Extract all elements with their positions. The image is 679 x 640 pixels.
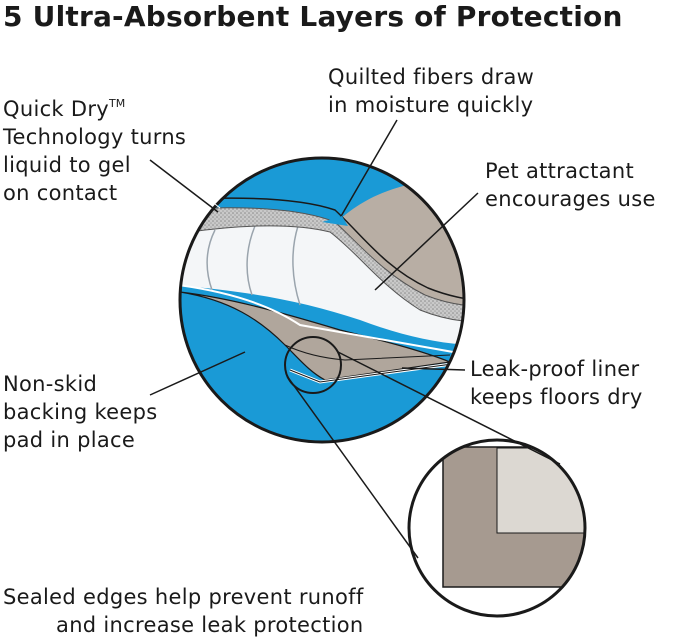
label-pet-attractant: Pet attractant encourages use [485,159,656,211]
corner-highlight-circle [284,336,342,394]
magnified-circle-outline [178,156,466,444]
label-quilted-fibers: Quilted fibers draw in moisture quickly [328,65,535,117]
label-non-skid: Non-skid backing keeps pad in place [3,372,158,452]
label-leak-proof: Leak-proof liner keeps floors dry [470,357,643,409]
zoom-circle-outline [407,438,587,618]
leader-pet-attractant [374,192,479,291]
sealed-edge-zoom [409,440,585,616]
label-quick-dry: Quick DryTM Technology turns liquid to g… [3,97,187,205]
leader-lines [149,119,479,396]
page-title: 5 Ultra-Absorbent Layers of Protection [3,0,623,33]
sealed-edge-inner [496,447,585,534]
leader-quick-dry [149,159,219,213]
leader-non-skid [149,351,246,396]
gel-layer [180,207,464,323]
label-sealed-edges: Sealed edges help prevent runoff and inc… [3,585,364,637]
leader-quilted [339,119,398,219]
trademark-mark: TM [109,97,126,110]
magnified-cross-section [180,158,464,442]
leader-leak-proof [401,367,466,371]
